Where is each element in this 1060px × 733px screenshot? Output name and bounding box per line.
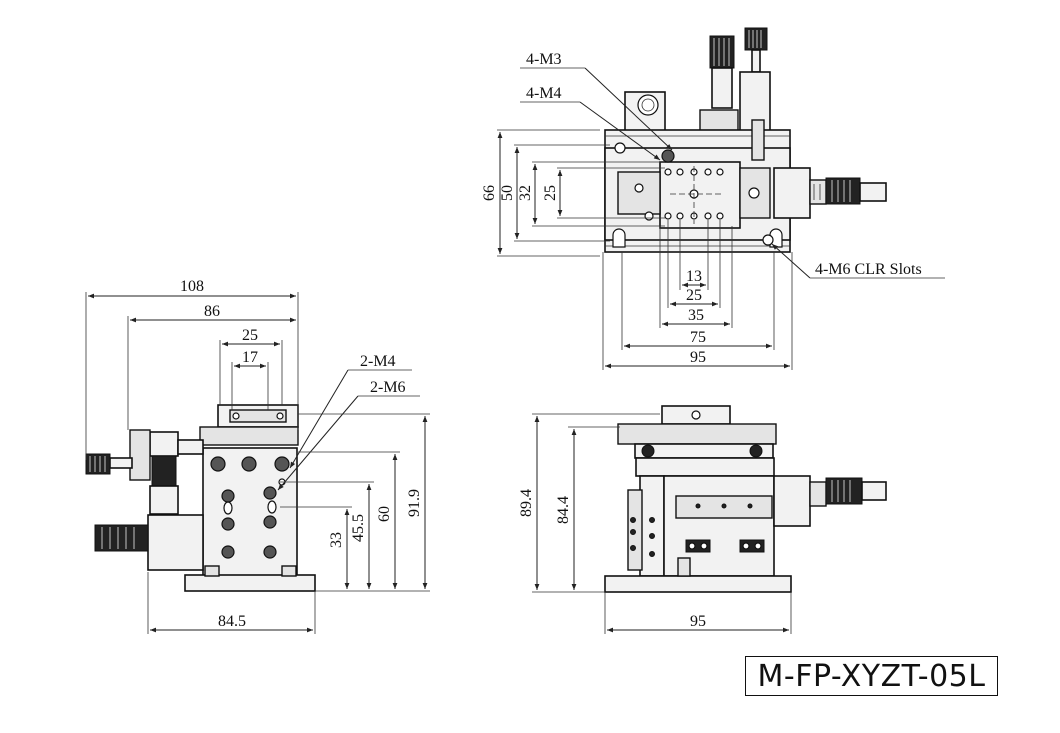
left-side-view: 108 86 25 17 2-M4 2-M6 33 45.5 60 91.9 [85,278,430,634]
left-view-holes [210,456,290,559]
dim-75: 75 [690,329,706,346]
left-micrometer-upper-knob [85,453,111,475]
callout-4-m3: 4-M3 [526,51,562,68]
dim-108: 108 [180,278,204,295]
top-view: 66 50 32 25 13 25 35 75 95 4-M3 4-M4 4 [481,27,945,370]
dim-45-5: 45.5 [350,514,367,542]
dim-25-vertical: 25 [542,185,559,201]
left-micrometer-lower-thimble [94,524,149,552]
right-micrometer-thimble [825,177,861,205]
dim-25-horizontal: 25 [686,287,702,304]
callout-2-m6: 2-M6 [370,379,406,396]
dim-84-4: 84.4 [555,496,572,524]
callout-4-m6-clr-slots: 4-M6 CLR Slots [815,261,922,278]
dim-33: 33 [328,532,345,548]
dim-91-9: 91.9 [406,489,423,517]
left-micrometer-lower-body [147,514,204,571]
dim-35: 35 [688,307,704,324]
dim-32: 32 [517,185,534,201]
right-micrometer-body [773,167,811,219]
dim-84-5: 84.5 [218,613,246,630]
dim-95-side: 95 [690,613,706,630]
right-side-view: 89.4 84.4 95 [518,405,887,634]
dim-50: 50 [499,185,516,201]
dim-25-side: 25 [242,327,258,344]
dim-89-4: 89.4 [518,489,535,517]
top-micrometer-knob [744,27,768,51]
model-label: M-FP-XYZT-05L [745,656,998,696]
dim-17: 17 [242,349,258,366]
dim-13: 13 [686,268,702,285]
dim-60: 60 [376,506,393,522]
callout-4-m4: 4-M4 [526,85,562,102]
dim-95-top: 95 [690,349,706,366]
right-view-micrometer-body [773,475,811,527]
dim-86: 86 [204,303,220,320]
dim-66: 66 [481,185,498,201]
callout-2-m4: 2-M4 [360,353,396,370]
